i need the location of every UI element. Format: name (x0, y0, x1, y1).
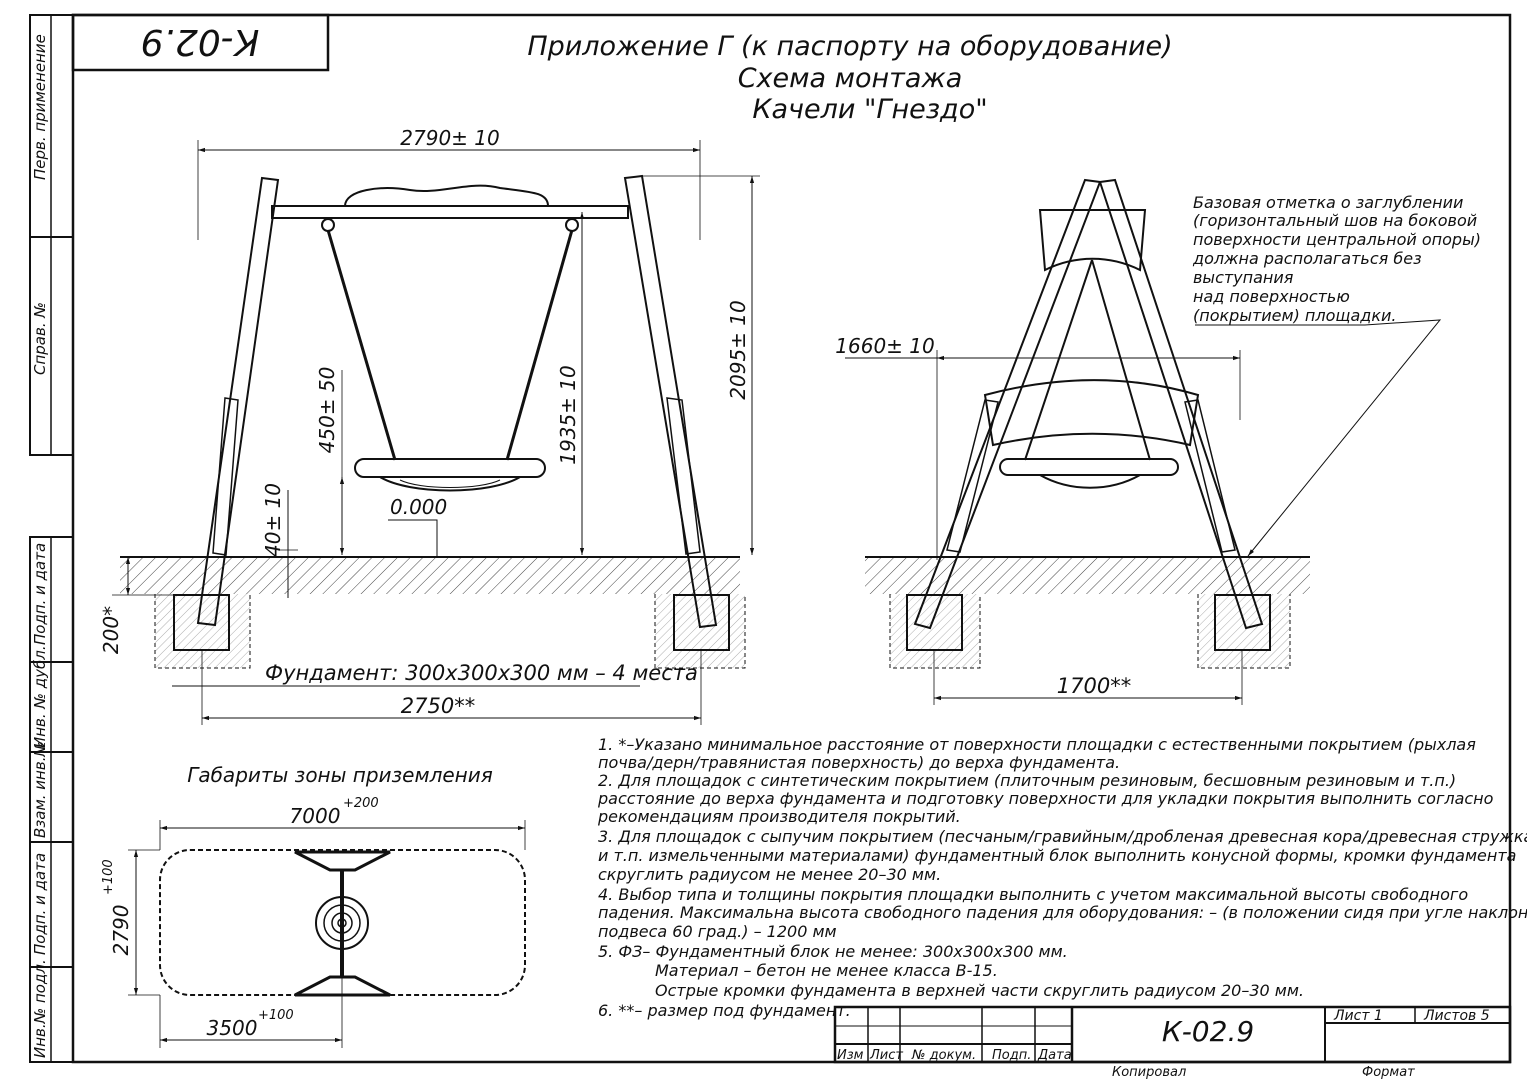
note-line: подвеса 60 град.) – 1200 мм (598, 922, 837, 941)
note-line: расстояние до верха фундамента и подгото… (597, 789, 1494, 808)
front-dim-base: 2750** (401, 694, 475, 718)
side-foundation-right (1214, 594, 1271, 651)
side-strip: Перв. применение Справ. № Подп. и дата И… (29, 14, 74, 1063)
note-line: 1. *–Указано минимальное расстояние от п… (598, 735, 1476, 754)
notes: 1. *–Указано минимальное расстояние от п… (597, 735, 1527, 1020)
side-note-line: (покрытием) площадки. (1193, 306, 1396, 325)
title-block-sheets: Листов 5 (1423, 1008, 1490, 1024)
front-view: 2790± 10 2095± 10 1935± 10 450± 50 40± 1… (99, 126, 760, 725)
side-note-line: Базовая отметка о заглублении (1193, 193, 1463, 212)
side-note-line: над поверхностью (1193, 287, 1350, 306)
front-post-right (623, 174, 718, 629)
strip-podp-i-data-1: Подп. и дата (31, 543, 49, 645)
landing-zone-title: Габариты зоны приземления (187, 763, 493, 787)
note-line: падения. Максимальна высота свободного п… (598, 903, 1527, 922)
landing-dim-width: 2790 (109, 905, 133, 956)
title-block-col-list: Лист (869, 1048, 903, 1063)
front-dim-beam-height: 1935± 10 (556, 365, 580, 464)
title-block-sheet: Лист 1 (1333, 1008, 1383, 1024)
note-line: рекомендациям производителя покрытий. (597, 807, 961, 826)
strip-perv-primenenie: Перв. применение (31, 34, 49, 180)
title-block-col-dokum: № докум. (911, 1048, 976, 1063)
landing-dim-length: 7000 (290, 804, 341, 828)
side-leg-right (1098, 178, 1264, 630)
front-foundation-label: Фундамент: 300х300х300 мм – 4 места (265, 661, 698, 685)
side-dim-base: 1700** (1057, 674, 1131, 698)
note-line: скруглить радиусом не менее 20–30 мм. (598, 865, 941, 884)
title-line-3: Качели "Гнездо" (752, 94, 987, 125)
strip-podp-i-data-2: Подп. и дата (31, 853, 49, 955)
side-leg-left (913, 178, 1102, 630)
front-crossbeam (271, 205, 629, 219)
front-dim-top-width: 2790± 10 (400, 126, 499, 150)
note-line: 6. **– размер под фундамент. (598, 1001, 851, 1020)
front-nest-seat (354, 458, 546, 478)
landing-zone: Габариты зоны приземления 7000 +200 2790… (101, 763, 526, 1048)
front-dim-clearance: 40± 10 (261, 483, 285, 557)
note-line: 2. Для площадок с синтетическим покрытие… (598, 771, 1456, 790)
note-line: почва/дерн/травянистая поверхность) до в… (598, 753, 1120, 772)
top-stamp-code: К-02.9 (141, 21, 260, 62)
front-level-mark: 0.000 (390, 495, 447, 519)
title-line-2: Схема монтажа (738, 63, 963, 94)
top-stamp: К-02.9 (71, 13, 330, 72)
landing-dim-length-tol: +200 (343, 796, 379, 811)
side-dim-top-width: 1660± 10 (835, 334, 934, 358)
note-line: и т.п. измельченными материалами) фундам… (598, 846, 1516, 865)
note-line: 5. ФЗ– Фундаментный блок не менее: 300х3… (598, 942, 1068, 961)
front-foundation-right (673, 594, 730, 651)
side-view: 1660± 10 1700** Базовая отметка о заглуб… (835, 178, 1481, 705)
front-dim-depth: 200* (99, 606, 123, 654)
front-dim-total-height: 2095± 10 (726, 300, 750, 399)
title-block-col-podp: Подп. (992, 1048, 1031, 1063)
note-line: Острые кромки фундамента в верхней части… (655, 981, 1304, 1000)
title-line-1: Приложение Г (к паспорту на оборудование… (527, 31, 1172, 62)
side-foundation-left (906, 594, 963, 651)
front-dim-seat-height: 450± 50 (315, 367, 339, 454)
title-block-format: Формат (1362, 1065, 1415, 1080)
landing-dim-half-tol: +100 (258, 1008, 294, 1023)
title-block-header: Приложение Г (к паспорту на оборудование… (527, 31, 1172, 125)
strip-sprav-no: Справ. № (31, 302, 49, 375)
side-nest-seat (999, 458, 1179, 476)
landing-dim-width-tol: +100 (101, 859, 116, 895)
side-note-line: поверхности центральной опоры) (1193, 230, 1481, 249)
title-block-kopiroval: Копировал (1112, 1065, 1186, 1080)
front-ground (120, 557, 740, 594)
side-ground (865, 557, 1310, 594)
side-note: Базовая отметка о заглублении (горизонта… (1192, 193, 1481, 325)
strip-inv-no-dubl: Инв. № дубл. (31, 645, 49, 748)
strip-inv-no-podl: Инв.№ подл. (31, 959, 49, 1058)
title-block-col-izm: Изм (837, 1048, 864, 1063)
strip-vzam-inv-no: Взам. инв.№ (31, 741, 49, 838)
side-note-line: должна располагаться без (1192, 249, 1422, 268)
landing-dim-half: 3500 (207, 1016, 258, 1040)
side-note-line: (горизонтальный шов на боковой (1193, 211, 1477, 230)
title-block: К-02.9 Лист 1 Листов 5 Изм Лист № докум.… (833, 1005, 1512, 1080)
note-line: 4. Выбор типа и толщины покрытия площадк… (598, 885, 1468, 904)
title-block-col-data: Дата (1037, 1048, 1072, 1063)
note-line: Материал – бетон не менее класса В-15. (655, 961, 998, 980)
title-block-code: К-02.9 (1162, 1015, 1254, 1048)
side-note-line: выступания (1193, 268, 1294, 287)
note-line: 3. Для площадок с сыпучим покрытием (пес… (598, 827, 1527, 846)
